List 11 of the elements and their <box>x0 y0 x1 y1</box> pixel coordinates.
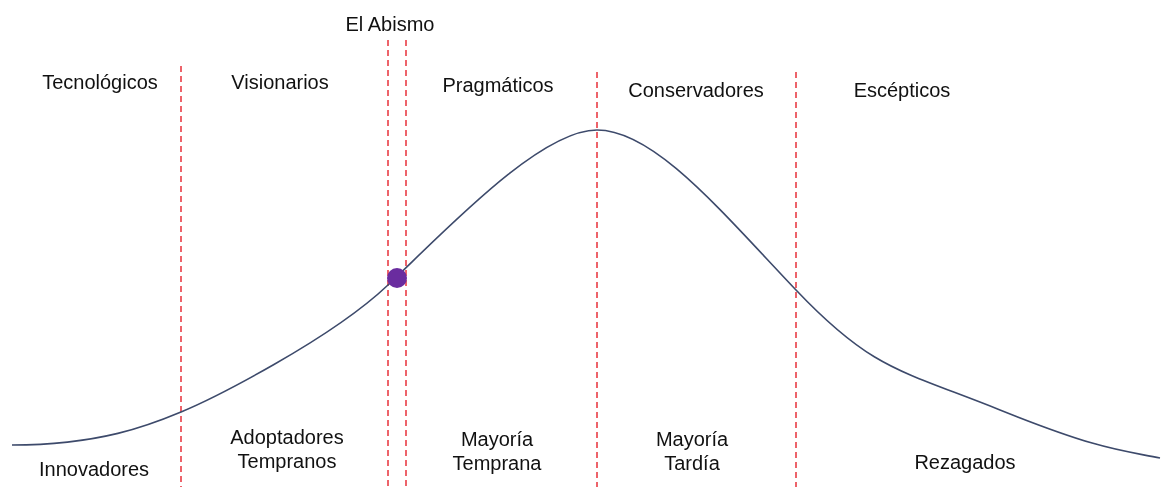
adopter-group-label: Adoptadores Tempranos <box>229 425 345 473</box>
segment-label: Tecnológicos <box>42 70 158 94</box>
segment-label: Escépticos <box>853 78 951 102</box>
segment-label: Conservadores <box>628 78 764 102</box>
segment-label: Visionarios <box>231 70 329 94</box>
adopter-group-label: Mayoría Temprana <box>451 427 543 475</box>
chasm-label: El Abismo <box>345 12 435 36</box>
adopter-group-label: Rezagados <box>914 450 1016 474</box>
adopter-group-label: Innovadores <box>38 457 150 481</box>
adopter-group-label: Mayoría Tardía <box>654 427 730 475</box>
segment-label: Pragmáticos <box>442 73 554 97</box>
